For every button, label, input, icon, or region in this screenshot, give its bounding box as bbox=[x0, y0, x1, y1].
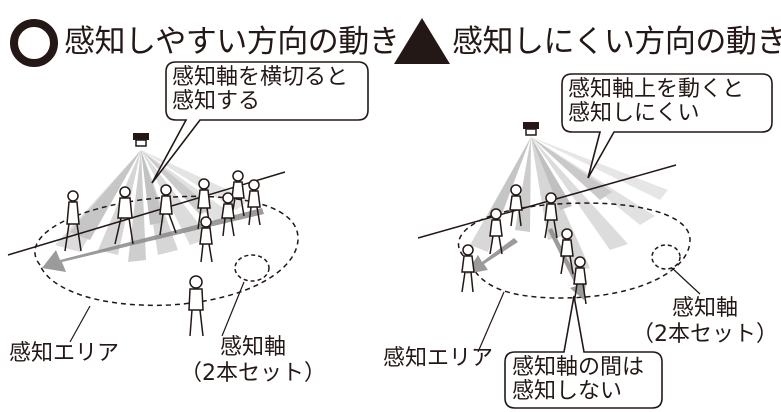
right-callout-line2: 感知しにくい bbox=[568, 101, 700, 126]
left-area-label: 感知エリア bbox=[9, 341, 120, 366]
right-axis-leader bbox=[671, 267, 701, 295]
right-movement-arrow-left bbox=[466, 238, 518, 274]
right-axis-label-line2: （2本セット） bbox=[632, 322, 778, 347]
right-sensing-area bbox=[457, 202, 691, 299]
left-callout-box bbox=[151, 61, 369, 184]
left-sensing-area bbox=[34, 195, 299, 307]
right-heading: 感知しにくい方向の動き bbox=[452, 24, 781, 60]
right-callout-box bbox=[561, 73, 773, 179]
left-callout-line2: 感知する bbox=[172, 89, 261, 114]
left-axis-leader bbox=[221, 281, 245, 337]
gap-callout-text: 感知軸の間は 感知しない bbox=[512, 356, 644, 404]
right-axis-label: 感知軸 （2本セット） bbox=[630, 296, 780, 348]
left-callout-line1: 感知軸を横切ると bbox=[172, 65, 349, 90]
right-callout-line1: 感知軸上を動くと bbox=[568, 77, 745, 102]
ceiling-sensor-icon bbox=[523, 122, 539, 136]
left-axis-circle bbox=[234, 254, 270, 282]
walking-person-icon bbox=[461, 184, 587, 305]
right-callout-text: 感知軸上を動くと 感知しにくい bbox=[568, 78, 744, 126]
gap-callout-line2: 感知しない bbox=[512, 379, 623, 404]
gap-callout-box bbox=[504, 295, 663, 409]
right-axis-label-line1: 感知軸 bbox=[671, 296, 738, 321]
left-heading: 感知しやすい方向の動き bbox=[64, 24, 400, 60]
right-area-label: 感知エリア bbox=[383, 346, 494, 371]
left-callout-text: 感知軸を横切ると 感知する bbox=[172, 66, 348, 114]
triangle-icon bbox=[394, 18, 450, 64]
circle-icon bbox=[10, 19, 58, 67]
left-axis-label-line1: 感知軸 bbox=[219, 335, 286, 360]
left-area-leader bbox=[69, 305, 91, 343]
ceiling-sensor-icon bbox=[133, 133, 149, 147]
left-axis-label-line2: （2本セット） bbox=[180, 361, 326, 386]
gap-callout-line1: 感知軸の間は bbox=[512, 355, 645, 380]
left-axis-label: 感知軸 （2本セット） bbox=[178, 335, 328, 387]
walking-person-icon bbox=[64, 170, 261, 337]
right-axis-circle bbox=[651, 244, 681, 270]
right-area-leader bbox=[477, 291, 505, 353]
